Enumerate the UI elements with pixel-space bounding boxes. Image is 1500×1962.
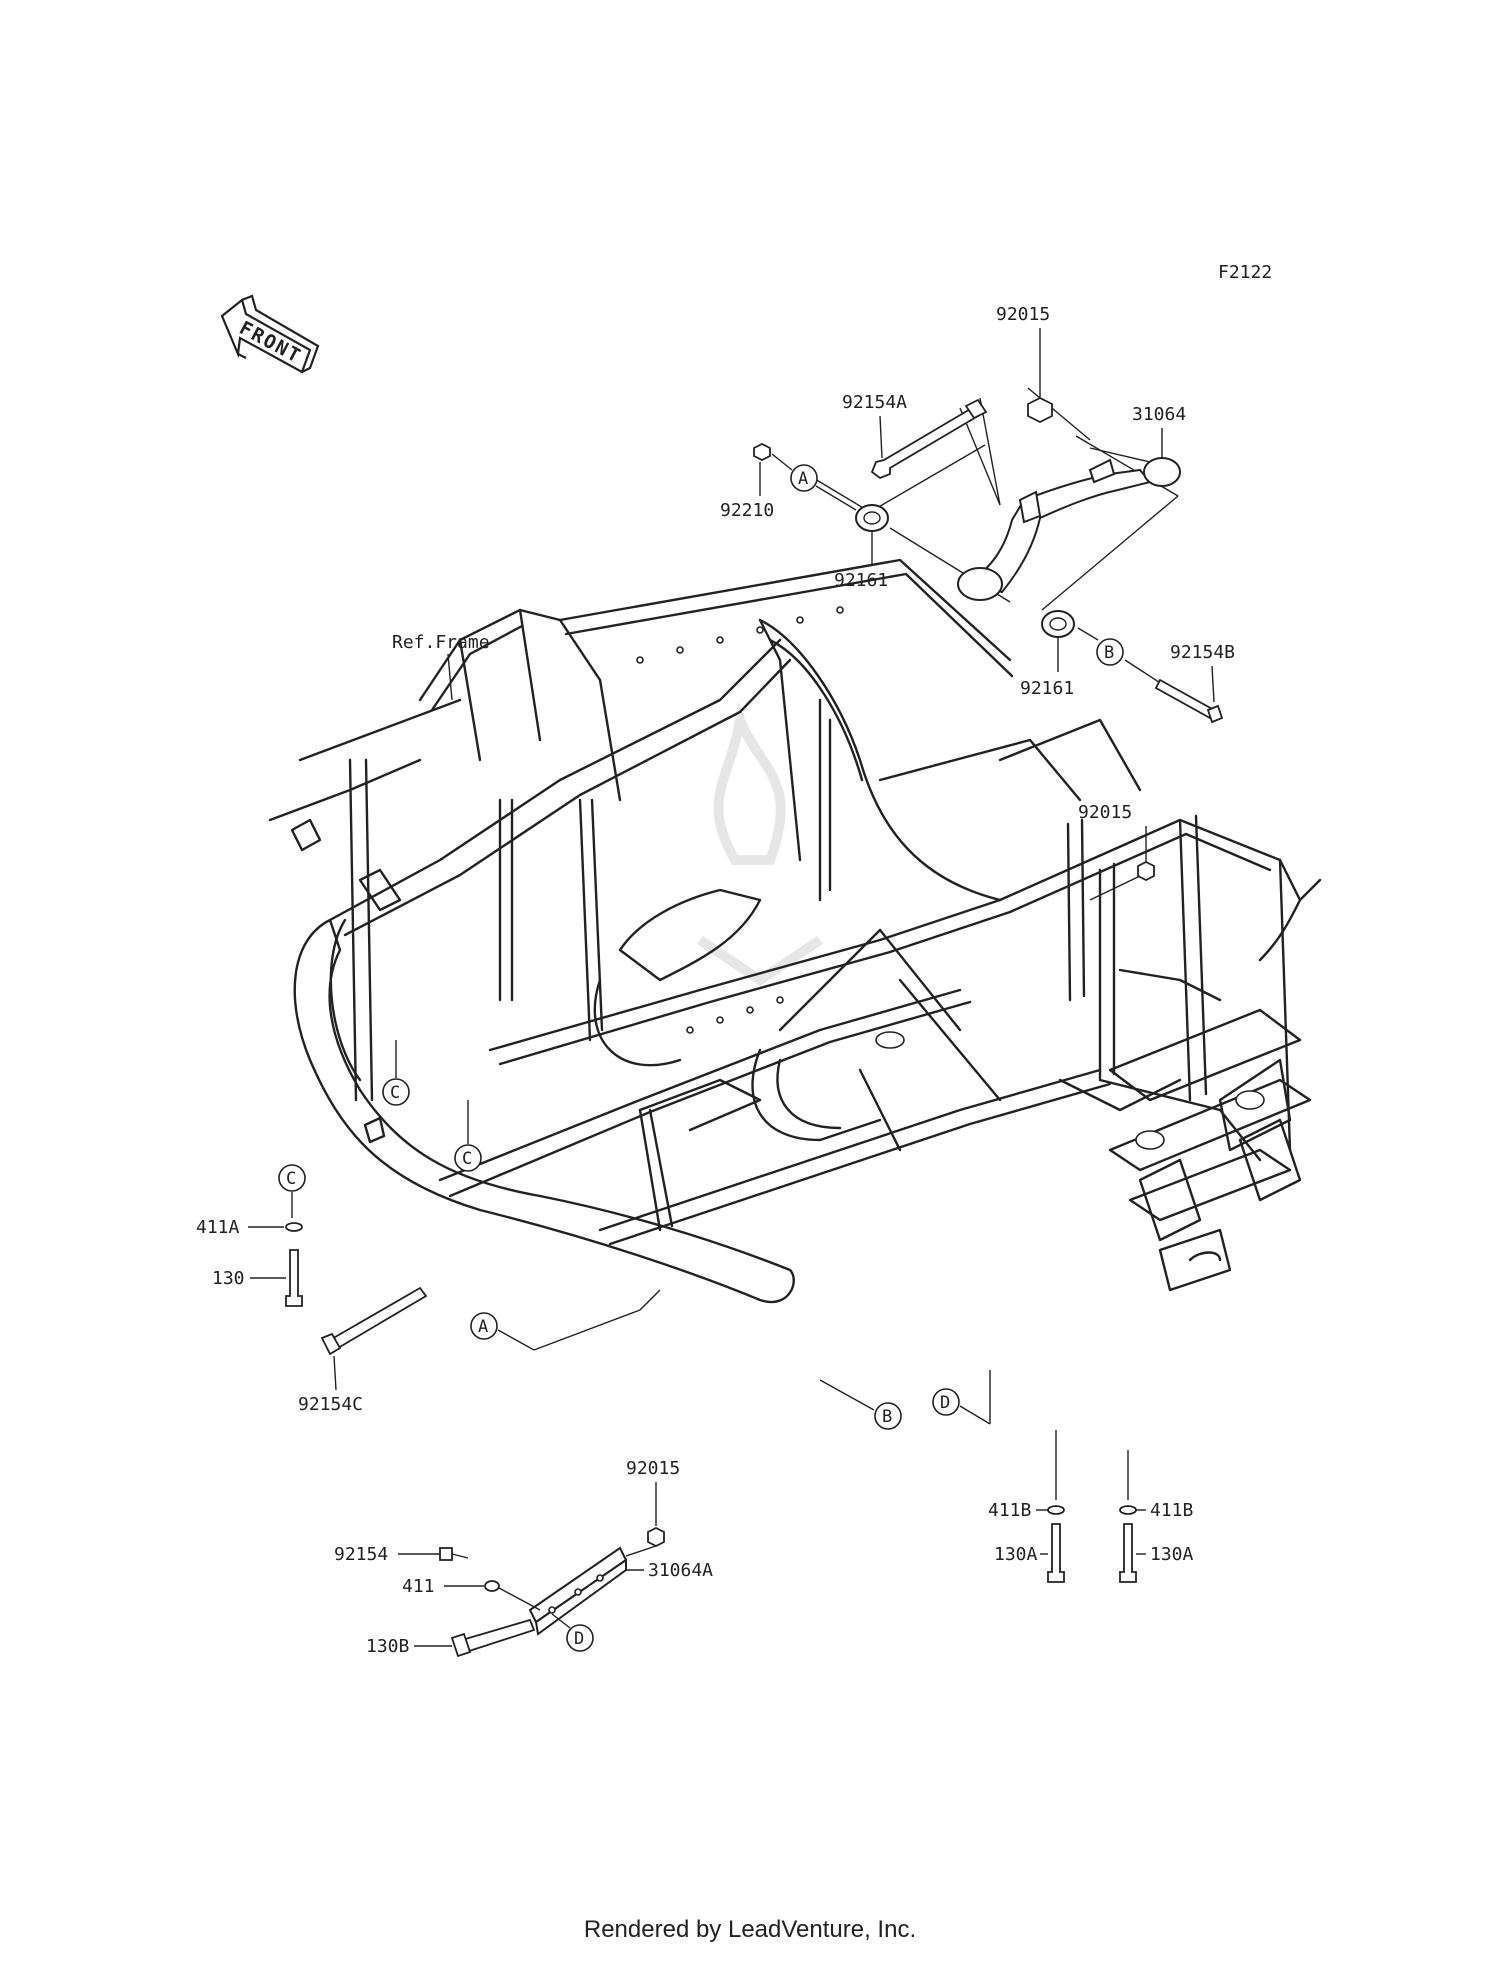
- part-label-31064: 31064: [1132, 404, 1186, 425]
- callout-d-bracket: D: [574, 1629, 584, 1649]
- main-frame: [268, 558, 1322, 1304]
- part-label-92154A: 92154A: [842, 392, 907, 413]
- watermark: [697, 701, 823, 987]
- part-label-92210: 92210: [720, 500, 774, 521]
- part-label-130A-left: 130A: [994, 1544, 1038, 1565]
- frame-details: [636, 606, 1265, 1150]
- part-label-130: 130: [212, 1268, 245, 1289]
- callout-a-frame: A: [478, 1317, 488, 1337]
- part-label-92015-bottom: 92015: [626, 1458, 680, 1479]
- callout-d-frame: D: [940, 1393, 950, 1413]
- part-label-92154: 92154: [334, 1544, 388, 1565]
- front-arrow-icon: FRONT: [220, 294, 320, 374]
- part-label-130A-right: 130A: [1150, 1544, 1194, 1565]
- part-label-411B-right: 411B: [1150, 1500, 1193, 1521]
- part-label-31064A: 31064A: [648, 1560, 713, 1581]
- part-label-130B: 130B: [366, 1636, 409, 1657]
- callout-b-frame: B: [882, 1407, 892, 1427]
- part-label-92015-top: 92015: [996, 304, 1050, 325]
- part-label-92154C: 92154C: [298, 1394, 363, 1415]
- callout-c-bolt: C: [286, 1169, 296, 1189]
- bracket-assembly: [528, 1526, 665, 1636]
- callout-b-top: B: [1104, 643, 1114, 663]
- part-label-92161-a: 92161: [834, 570, 888, 591]
- part-label-92015-mid: 92015: [1078, 802, 1132, 823]
- part-label-411: 411: [402, 1576, 435, 1597]
- part-label-92154B: 92154B: [1170, 642, 1235, 663]
- part-label-411A: 411A: [196, 1217, 240, 1238]
- figure-code: F2122: [1218, 262, 1272, 283]
- callout-a-top: A: [798, 469, 808, 489]
- upper-arm-assembly: [753, 387, 1224, 724]
- footer-credit: Rendered by LeadVenture, Inc.: [583, 1916, 917, 1943]
- part-label-92161-b: 92161: [1020, 678, 1074, 699]
- part-label-411B-left: 411B: [988, 1500, 1031, 1521]
- callout-c-mid: C: [462, 1149, 472, 1169]
- callout-c-left: C: [390, 1083, 400, 1103]
- ref-frame-label: Ref.Frame: [392, 632, 490, 653]
